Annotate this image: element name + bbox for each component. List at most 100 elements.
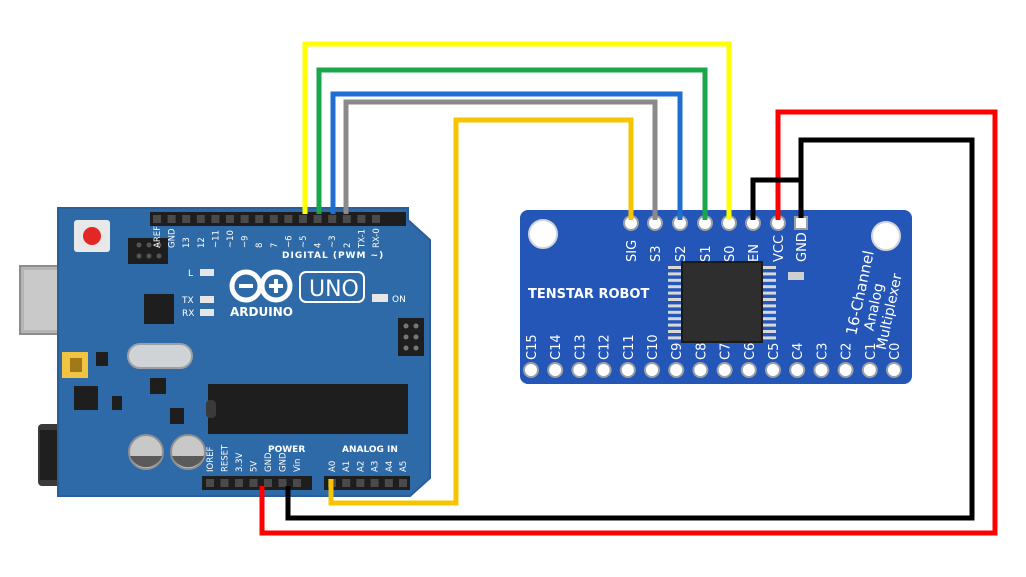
digital-pin-11 xyxy=(211,215,220,223)
mux-mount-hole-left xyxy=(528,219,558,249)
digital-pin-rx-0 xyxy=(372,215,380,223)
mux-pin-label-c9: C9 xyxy=(670,343,685,360)
digital-pin-label: 13 xyxy=(182,237,192,248)
power-pin-label: RESET xyxy=(221,444,231,472)
digital-header-title: DIGITAL (PWM ~) xyxy=(282,251,384,261)
mux-pin-label-c0: C0 xyxy=(888,343,903,360)
digital-pin-label: ~6 xyxy=(284,235,294,248)
mux-pin-label-c15: C15 xyxy=(525,334,540,360)
digital-pin-label: ~9 xyxy=(241,235,251,248)
mux-pad-c4 xyxy=(789,362,806,378)
mux-pad-c13 xyxy=(571,362,588,378)
mux-pad-c10 xyxy=(644,362,660,378)
power-pin-label: 5V xyxy=(250,461,260,472)
mux-pin-label-sig: SIG xyxy=(625,240,640,262)
digital-pin-label: ~10 xyxy=(226,230,236,248)
power-pin-5v-3 xyxy=(249,479,258,487)
digital-pin-label: ~3 xyxy=(328,235,338,248)
wire-s1 xyxy=(316,67,708,220)
crystal xyxy=(127,343,193,369)
analog-pin-label: A4 xyxy=(385,461,395,472)
wire-sig xyxy=(328,117,634,506)
mux-pin-label-en: EN xyxy=(747,244,762,262)
digital-pin-label: TX-1 xyxy=(357,229,367,249)
mux-pad-c7 xyxy=(716,362,733,378)
mux-pin-label-s1: S1 xyxy=(699,245,714,262)
analog-pin-a4 xyxy=(384,479,393,487)
analog-header-title: ANALOG IN xyxy=(342,445,398,455)
icsp-header-right xyxy=(398,318,424,356)
mux-pin-label-c13: C13 xyxy=(573,334,588,360)
digital-pin-6 xyxy=(284,215,293,223)
power-pin-vin-6 xyxy=(293,479,301,487)
mux-pad-c2 xyxy=(837,362,854,378)
digital-pin-label: RX-0 xyxy=(372,228,382,248)
digital-pin-12 xyxy=(196,215,205,223)
mux-pin-label-c2: C2 xyxy=(840,343,855,360)
wire-gnd xyxy=(285,137,975,521)
power-pin-gnd-5 xyxy=(278,479,287,487)
digital-pin-label: AREF xyxy=(153,226,163,248)
mux-pad-gnd xyxy=(794,216,808,230)
mux-pin-label-c11: C11 xyxy=(622,334,637,360)
analog-pin-label: A0 xyxy=(328,461,338,472)
arduino-model: UNO xyxy=(309,277,359,302)
digital-pin-7 xyxy=(269,215,278,223)
mux-pin-label-s0: S0 xyxy=(723,245,738,262)
wires xyxy=(259,41,998,536)
mux-pin-label-c1: C1 xyxy=(864,343,879,360)
led-label-tx: TX xyxy=(181,296,194,306)
power-pin-gnd-4 xyxy=(264,479,272,487)
on-label: ON xyxy=(392,295,406,305)
digital-pin-label: GND xyxy=(168,228,178,248)
mux-maker: TENSTAR ROBOT xyxy=(528,287,649,302)
analog-pin-label: A1 xyxy=(342,461,352,472)
digital-pin-13 xyxy=(182,215,191,223)
mux-mount-hole-right xyxy=(871,221,901,251)
mux-pad-c5 xyxy=(765,362,781,378)
digital-pin-label: ~11 xyxy=(211,230,221,248)
mux-pad-c11 xyxy=(619,362,636,378)
mux-pad-c14 xyxy=(547,362,564,378)
analog-pin-label: A2 xyxy=(356,461,366,472)
power-pin-label: 3.3V xyxy=(235,452,245,472)
power-header-title: POWER xyxy=(268,445,305,455)
arduino-brand: ARDUINO xyxy=(230,305,293,319)
digital-pin-10 xyxy=(226,215,234,223)
power-pin-label: GND xyxy=(279,452,289,472)
mux-pad-c12 xyxy=(595,362,612,378)
mux-pin-label-c3: C3 xyxy=(815,343,830,360)
wire-vcc xyxy=(259,109,998,536)
mux-pad-c8 xyxy=(692,362,709,378)
mux-pin-label-c14: C14 xyxy=(549,334,564,360)
mux-pin-label-c5: C5 xyxy=(767,343,782,360)
digital-pin-9 xyxy=(240,215,249,223)
mux-pin-label-s2: S2 xyxy=(674,245,689,262)
usb-chip xyxy=(144,294,174,324)
digital-pin-5 xyxy=(299,215,307,223)
mux-pad-c6 xyxy=(740,362,757,378)
digital-pin-4 xyxy=(313,215,322,223)
power-pin-ioref-0 xyxy=(206,479,214,487)
led-label-rx: RX xyxy=(182,309,194,319)
digital-pin-3 xyxy=(328,215,337,223)
icsp-header-usb xyxy=(128,238,168,264)
digital-pin-gnd xyxy=(167,215,176,223)
analog-pin-a2 xyxy=(356,479,365,487)
mux-ic xyxy=(668,261,776,343)
power-pin-reset-1 xyxy=(220,479,229,487)
digital-pin-label: 4 xyxy=(314,243,324,248)
mux-pin-label-c8: C8 xyxy=(694,343,709,360)
arduino-logo xyxy=(229,269,293,303)
analog-pin-a1 xyxy=(342,479,351,487)
digital-pin-label: 8 xyxy=(255,243,265,248)
analog-pin-a3 xyxy=(370,479,379,487)
power-pin-label: Vin xyxy=(293,459,303,472)
digital-pin-label: 12 xyxy=(197,237,207,248)
power-pin-3-3v-2 xyxy=(235,479,243,487)
mux-pin-label-c12: C12 xyxy=(598,334,613,360)
analog-pin-a5 xyxy=(399,479,407,487)
